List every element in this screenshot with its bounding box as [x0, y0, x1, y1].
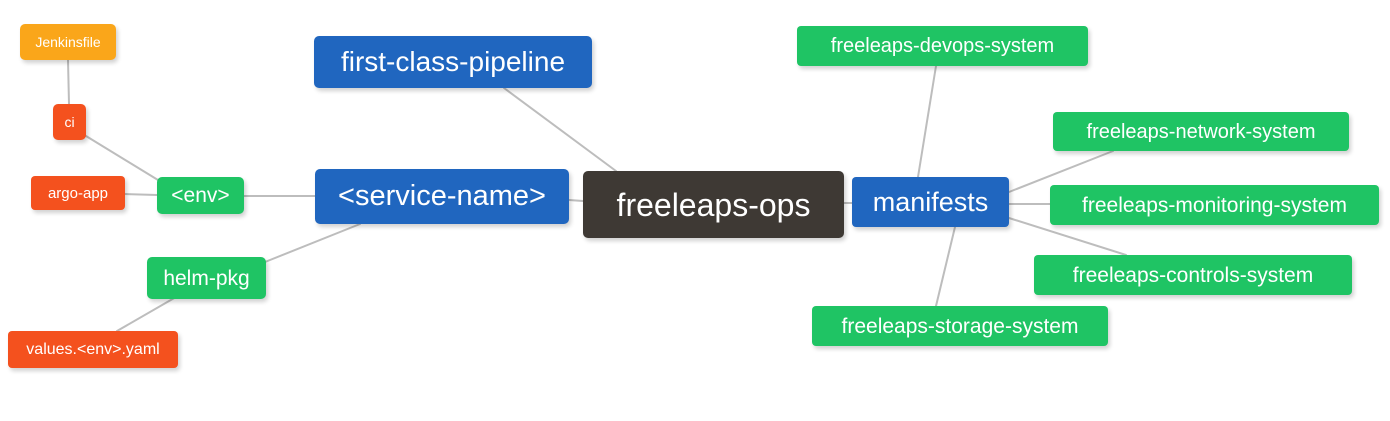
node-jenkinsfile[interactable]: Jenkinsfile: [20, 24, 116, 60]
node-label-freeleaps-monitoring-system: freeleaps-monitoring-system: [1082, 193, 1347, 217]
node-label-helm-pkg: helm-pkg: [163, 266, 250, 290]
node-label-freeleaps-controls-system: freeleaps-controls-system: [1072, 263, 1314, 287]
node-label-ci: ci: [64, 114, 75, 130]
edge-jenkinsfile-ci: [67, 59, 70, 105]
node-values-yaml[interactable]: values.<env>.yaml: [8, 331, 178, 368]
node-label-values-yaml: values.<env>.yaml: [26, 340, 160, 358]
node-first-class-pipeline[interactable]: first-class-pipeline: [314, 36, 592, 88]
node-freeleaps-storage-system[interactable]: freeleaps-storage-system: [812, 306, 1108, 346]
node-label-freeleaps-storage-system: freeleaps-storage-system: [841, 314, 1079, 338]
node-env[interactable]: <env>: [157, 177, 244, 214]
node-label-env: <env>: [171, 184, 230, 207]
node-freeleaps-controls-system[interactable]: freeleaps-controls-system: [1034, 255, 1352, 295]
node-label-manifests: manifests: [872, 186, 989, 217]
node-label-freeleaps-ops: freeleaps-ops: [616, 186, 811, 223]
edge-ci-env: [85, 135, 159, 181]
node-label-first-class-pipeline: first-class-pipeline: [340, 46, 566, 77]
edge-values-helmpkg: [116, 296, 177, 332]
node-manifests[interactable]: manifests: [852, 177, 1009, 227]
node-argo-app[interactable]: argo-app: [31, 176, 125, 210]
edge-manifests-devops: [917, 65, 937, 178]
edge-helmpkg-servicename: [264, 223, 361, 263]
node-service-name[interactable]: <service-name>: [315, 169, 569, 224]
node-freeleaps-monitoring-system[interactable]: freeleaps-monitoring-system: [1050, 185, 1379, 225]
edge-argoapp-env: [123, 193, 158, 196]
edge-servicename-ops: [568, 199, 584, 202]
node-freeleaps-ops[interactable]: freeleaps-ops: [583, 171, 844, 238]
node-label-argo-app: argo-app: [47, 184, 109, 202]
node-helm-pkg[interactable]: helm-pkg: [147, 257, 266, 299]
node-ci[interactable]: ci: [53, 104, 86, 140]
node-label-freeleaps-network-system: freeleaps-network-system: [1086, 120, 1316, 143]
node-freeleaps-devops-system[interactable]: freeleaps-devops-system: [797, 26, 1088, 66]
edge-pipeline-ops: [503, 87, 617, 172]
node-label-service-name: <service-name>: [338, 180, 546, 212]
node-label-freeleaps-devops-system: freeleaps-devops-system: [830, 35, 1055, 57]
node-freeleaps-network-system[interactable]: freeleaps-network-system: [1053, 112, 1349, 151]
node-label-jenkinsfile: Jenkinsfile: [35, 34, 101, 50]
edge-manifests-storage: [935, 226, 956, 307]
